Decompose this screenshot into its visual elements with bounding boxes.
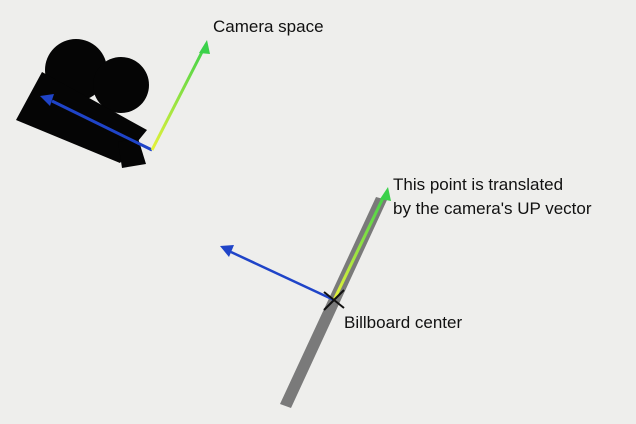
- billboard-center-label: Billboard center: [344, 313, 462, 332]
- billboard-right-arrowhead: [220, 245, 234, 257]
- camera-up-vector: [150, 51, 204, 151]
- translated-point-label-line2: by the camera's UP vector: [393, 199, 592, 218]
- billboard-center-marker: [323, 289, 345, 311]
- translated-point-label-line1: This point is translated: [393, 175, 563, 194]
- camera-right-arrowhead: [40, 94, 54, 106]
- camera-space-label: Camera space: [213, 17, 324, 36]
- billboard-vectors: [220, 187, 391, 302]
- camera-up-arrowhead: [199, 40, 210, 54]
- billboard: [280, 197, 387, 408]
- billboard-right-vector: [230, 250, 335, 302]
- camera-right-vector: [51, 99, 153, 152]
- billboard-up-arrowhead: [380, 187, 391, 201]
- movie-camera-icon: [16, 39, 149, 168]
- camera-space-axes: [40, 40, 210, 152]
- billboard-up-vector: [332, 197, 385, 301]
